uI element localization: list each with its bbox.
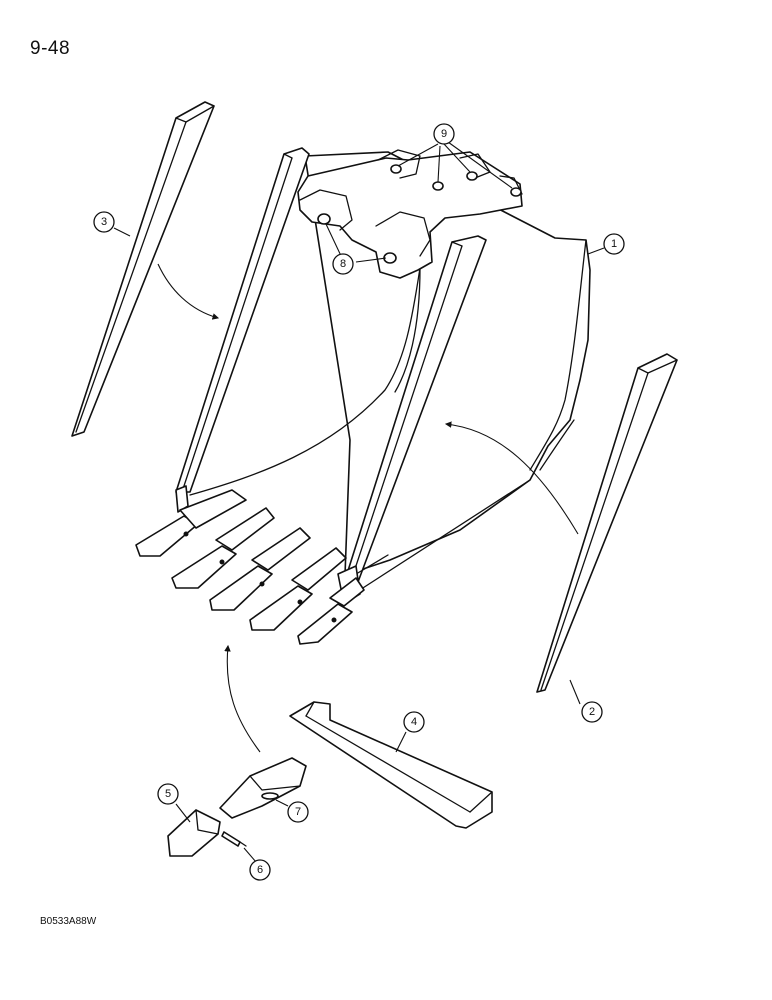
callout-3: 3 (93, 211, 115, 233)
callout-6-label: 6 (257, 864, 263, 876)
callout-7: 7 (287, 801, 309, 823)
page-number: 9-48 (30, 38, 71, 59)
teeth-row (135, 489, 365, 645)
bucket-body (175, 147, 591, 605)
cutting-edge (289, 701, 493, 829)
tooth-adapter (219, 757, 307, 819)
callout-3-label: 3 (101, 216, 107, 228)
callout-1-label: 1 (611, 238, 617, 250)
callout-2: 2 (581, 701, 603, 723)
leader-lines (113, 141, 605, 863)
callout-8: 8 (332, 253, 354, 275)
assembly-arrows (157, 263, 579, 753)
callout-4-label: 4 (411, 716, 417, 728)
tooth-pin (221, 831, 247, 847)
callout-5: 5 (157, 783, 179, 805)
callout-9-label: 9 (441, 128, 447, 140)
callout-7-label: 7 (295, 806, 301, 818)
figure-code: B0533A88W (40, 916, 97, 927)
callout-6: 6 (249, 859, 271, 881)
side-plate-right (536, 353, 678, 693)
callout-1: 1 (603, 233, 625, 255)
tooth (167, 809, 221, 857)
mounting-brackets (297, 149, 523, 279)
side-plate-left (71, 101, 215, 437)
callout-8-label: 8 (340, 258, 346, 270)
callout-4: 4 (403, 711, 425, 733)
callout-5-label: 5 (165, 788, 171, 800)
callout-2-label: 2 (589, 706, 595, 718)
callout-9: 9 (433, 123, 455, 145)
